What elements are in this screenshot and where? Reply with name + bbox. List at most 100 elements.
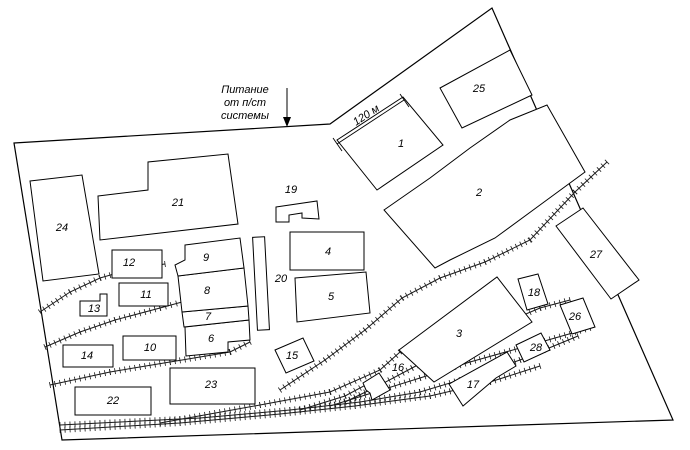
rail-tie [174,417,176,424]
rail-tie [408,378,412,385]
rail-tie [557,341,561,347]
rail-tie [53,339,57,346]
rail-tie [551,211,557,217]
rail-tie [319,390,321,397]
rail-tie [523,239,528,246]
rail-tie [209,417,211,424]
power-note-line1: Питание [221,84,269,96]
rail-tie [350,336,356,342]
rail-tie [238,344,242,350]
rail-tie [209,410,211,418]
building-label-3: 3 [456,328,463,340]
rail-tie [328,389,332,395]
rail-tie [433,277,437,284]
rail-tie [354,333,360,339]
rail-tie [375,316,380,322]
rail-tie [239,405,241,412]
rail-tie [394,397,396,404]
rail-tie [189,355,191,362]
rail-tie [379,395,381,402]
rail-tie [153,306,157,313]
rail-tie [537,226,543,232]
rail-tie [418,374,422,382]
rail-tie [339,404,341,411]
rail-tie [73,331,77,338]
rail-tie [438,390,442,397]
rail-tie [348,396,352,403]
railway-tracks [37,159,610,434]
rail-tie [234,415,236,422]
rail-tie [149,362,151,369]
rail-tie [319,406,321,413]
rail-tie [274,399,276,406]
rail-tie [358,385,362,391]
building-27 [555,207,640,300]
rail-tie [304,408,306,415]
rail-tie [214,410,216,417]
building-label-10: 10 [144,342,157,354]
rail-tie [395,299,401,305]
rail-tie [313,363,319,369]
rail-tie [318,400,322,407]
rail-tie [389,356,395,362]
rail-tie [508,347,512,354]
rail-tie [558,333,562,340]
building-26 [559,297,596,335]
rail-tie [164,260,166,268]
rail-tie [568,330,572,337]
rail-tie [109,368,111,376]
rail-tie [552,343,556,349]
rail-tie [103,320,107,327]
rail-tie [580,182,586,187]
rail-tie [443,389,447,396]
building-19 [275,200,320,223]
building-4 [289,231,365,271]
power-note-line2: от п/ст [224,97,266,109]
rail-tie [558,204,564,210]
rail-tie [78,329,82,335]
rail-tie [384,398,386,406]
rail-tie [334,348,340,354]
building-15 [274,337,315,374]
rail-tie [548,215,554,221]
rail-tie [113,316,117,324]
rail-tie [219,416,221,423]
rail-tie [576,333,580,339]
rail-tie [528,309,532,316]
rail-tie [189,414,191,421]
building-label-8: 8 [204,285,211,297]
building-17 [448,351,517,407]
building-18 [517,273,549,311]
rail-tie [59,294,64,301]
rail-tie [328,397,332,404]
rail-tie [43,344,47,350]
rail-tie [379,313,384,319]
rail-tie [349,403,351,410]
rail-tie [565,197,571,202]
rail-tie [279,398,281,405]
rail-tie [527,237,533,243]
building-label-20: 20 [274,273,288,285]
rail-tie [600,163,606,169]
rail-tie [294,395,296,402]
rail-tie [576,185,582,191]
rail-tie [389,393,391,401]
rail-tie [179,357,181,364]
rail-tie [184,415,186,422]
rail-tie [298,406,302,414]
rail-tie [553,334,557,342]
rail-tie [68,289,72,295]
building-label-1: 1 [398,138,404,150]
building-label-2: 2 [475,187,482,199]
building-25 [439,49,533,129]
rail-tie [405,292,409,299]
building-label-22: 22 [106,395,119,407]
rail-tie [448,388,452,395]
rail-tie [363,392,367,399]
rail-tie [358,330,364,336]
rail-tie [229,415,231,422]
rail-tie [326,354,332,360]
rail-tie [194,413,196,420]
rail-tie [453,269,457,276]
rail-tie [463,266,467,273]
